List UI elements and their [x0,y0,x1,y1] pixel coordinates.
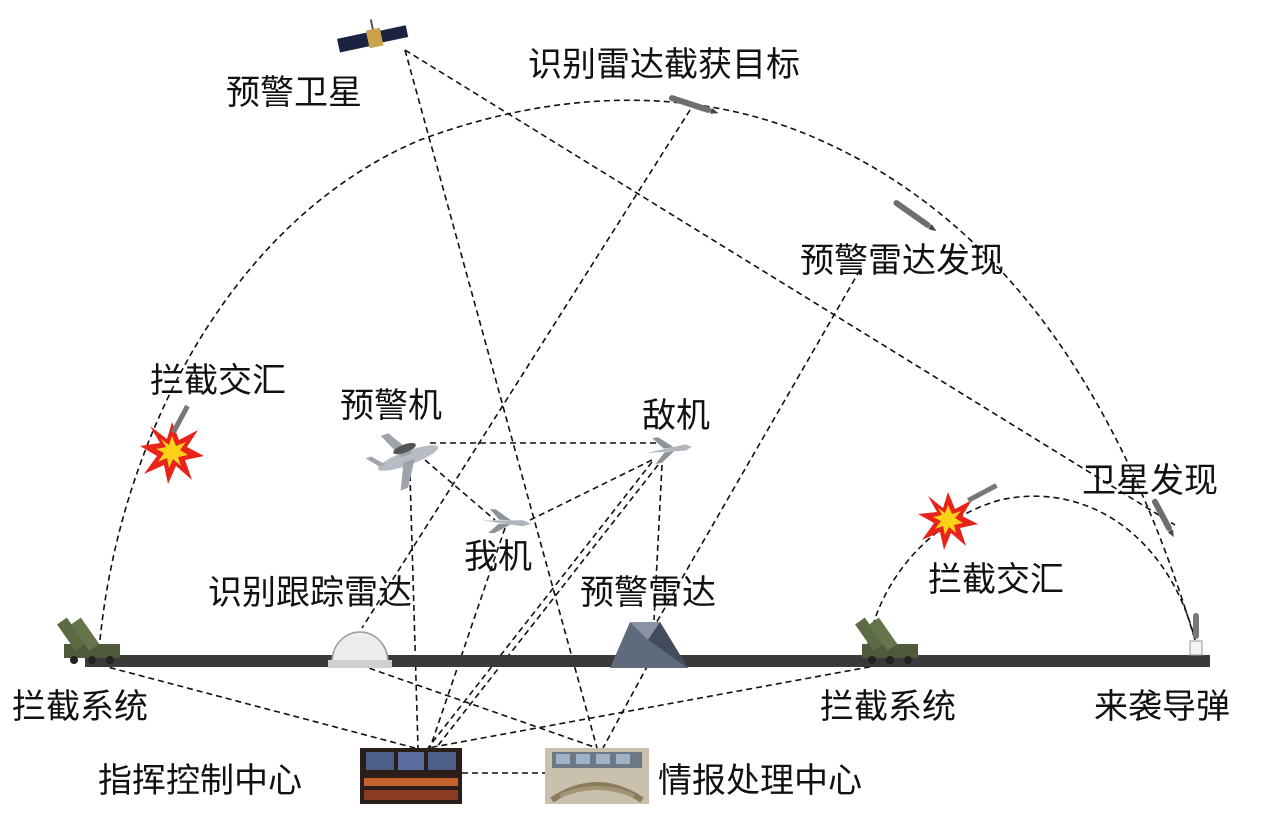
missile-icon-top [668,95,719,114]
label-tracking-radar: 识别跟踪雷达 [208,573,412,613]
label-intercept-right: 拦截交汇 [928,560,1064,600]
label-interceptor-left: 拦截系统 [12,687,148,727]
label-our-aircraft: 我机 [464,537,532,577]
label-warning-radar: 预警雷达 [580,573,716,613]
label-satellite-detect: 卫星发现 [1082,461,1218,501]
line-ouraircraft-to-command [429,527,506,749]
label-command-center: 指挥控制中心 [98,761,302,801]
missile-icon-descending [1151,498,1174,538]
missile-icon-mid [893,200,937,232]
line-interceptor-right-to-command [427,664,881,749]
label-early-warning-satellite: 预警卫星 [226,73,362,113]
line-satellite-to-intel [404,49,598,749]
label-intercept-left: 拦截交汇 [150,361,286,401]
line-enemy-to-command-a [427,461,653,749]
interceptor-launcher-icon-left [57,617,120,664]
label-intel-center: 情报处理中心 [658,761,862,801]
line-interceptor-left-to-command [99,664,416,749]
label-id-radar-acquire: 识别雷达截获目标 [528,45,800,85]
line-enemy-to-ouraircraft [519,459,653,526]
label-incoming-missile: 来袭导弹 [1094,687,1230,727]
satellite-icon [337,19,409,53]
line-warnradar-to-intel [602,664,649,749]
warning-radar-pyramid-icon [610,622,688,668]
trajectory-arc-large [99,99,1196,641]
line-enemy-to-warnradar [653,464,663,621]
connection-lines [99,49,1196,774]
enemy-aircraft-icon [646,437,692,464]
labels: 预警卫星 识别雷达截获目标 预警雷达发现 拦截交汇 预警机 敌机 卫星发现 我机… [12,45,1230,801]
line-satellite-to-missile [404,49,1176,526]
label-enemy-aircraft: 敌机 [642,396,710,436]
our-aircraft-icon [483,508,531,534]
line-awacs-to-command [409,474,419,749]
label-warning-radar-detect: 预警雷达发现 [800,241,1004,281]
incoming-missile-icon [1189,613,1203,656]
interceptor-launcher-icon-right [855,617,918,664]
label-awacs: 预警机 [340,386,442,426]
explosion-icon-right [918,483,998,550]
line-warnradar-detect-to-radar [654,269,861,626]
line-awacs-to-ouraircraft [424,459,496,521]
awacs-aircraft-icon [365,433,439,491]
tracking-radar-dome-icon [328,631,392,668]
command-center-icon [360,748,462,804]
line-idradar-to-tracking [361,109,691,629]
explosion-icon-left [140,404,204,484]
line-tracking-to-intel [359,664,598,749]
label-interceptor-right: 拦截系统 [820,687,956,727]
intel-center-icon [545,748,649,804]
trajectory-arc-small [867,495,1196,646]
